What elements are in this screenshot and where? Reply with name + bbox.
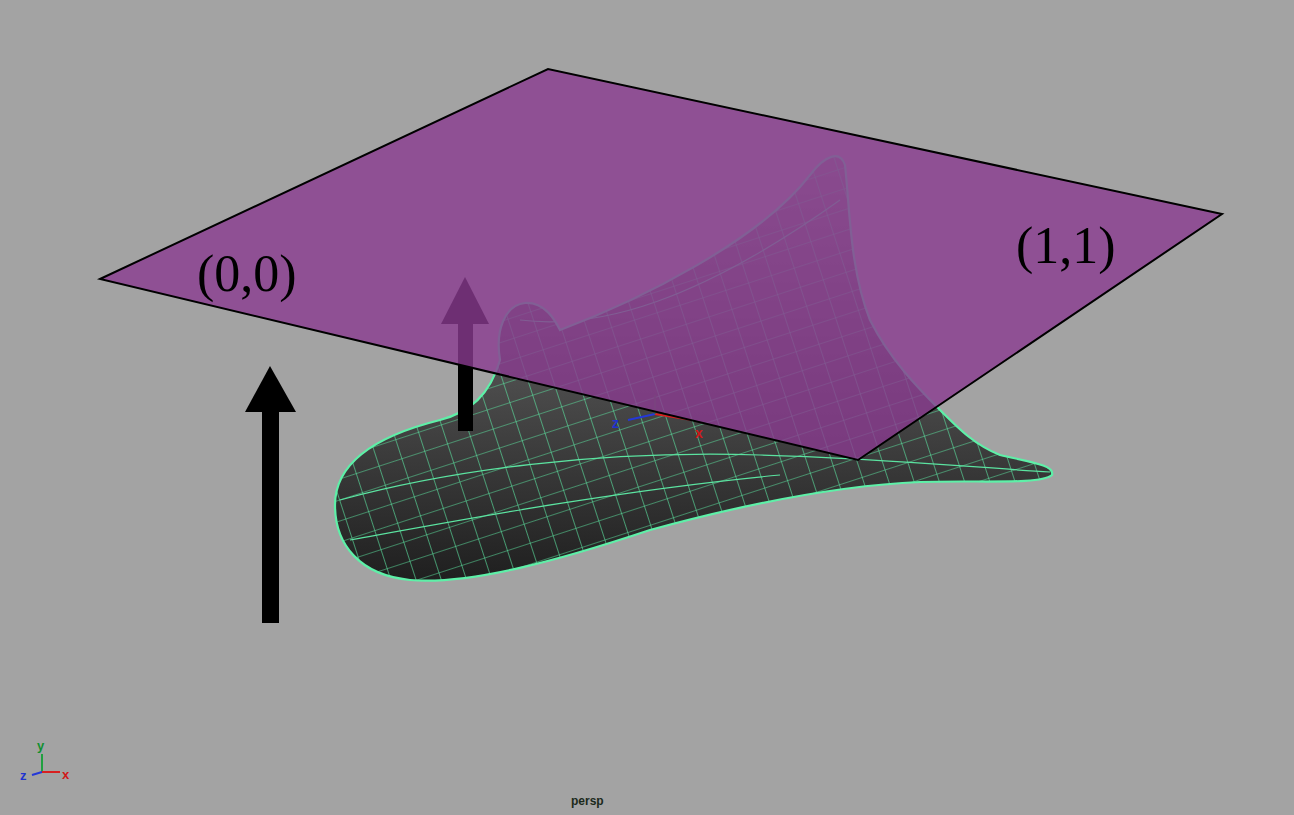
axis-letter: y <box>37 739 44 752</box>
corner-coordinate: (1,1) <box>1016 220 1116 272</box>
projection-plane <box>100 69 1222 460</box>
axis-letter: x <box>62 768 69 781</box>
view-axis-gizmo <box>32 754 60 775</box>
corner-coordinate: (0,0) <box>197 248 297 300</box>
projection-arrow-large <box>245 366 296 623</box>
axis-letter: x <box>695 426 703 440</box>
view-name: persp <box>571 795 604 807</box>
axis-letter: z <box>612 416 619 430</box>
axis-letter: z <box>20 769 27 782</box>
